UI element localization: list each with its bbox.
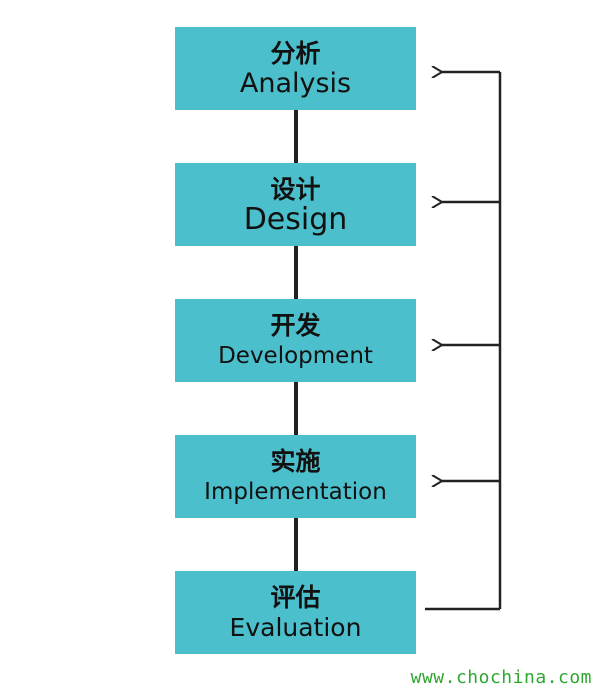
stage-implementation: 实施 Implementation [175, 435, 416, 518]
stage-evaluation: 评估 Evaluation [175, 571, 416, 654]
stage-implementation-cn: 实施 [270, 446, 321, 476]
stage-evaluation-cn: 评估 [270, 582, 321, 612]
stage-analysis-cn: 分析 [270, 38, 321, 68]
stage-implementation-en: Implementation [204, 478, 387, 505]
stage-analysis-en: Analysis [239, 67, 352, 99]
stage-design-cn: 设计 [270, 174, 321, 204]
stage-development-en: Development [218, 342, 373, 369]
stage-development-cn: 开发 [270, 310, 321, 340]
stage-analysis: 分析 Analysis [175, 27, 416, 110]
stage-evaluation-en: Evaluation [229, 612, 362, 642]
site-watermark: www.chochina.com [410, 667, 592, 688]
stage-design: 设计 Design [175, 163, 416, 246]
stage-development: 开发 Development [175, 299, 416, 382]
stage-design-en: Design [243, 201, 348, 237]
